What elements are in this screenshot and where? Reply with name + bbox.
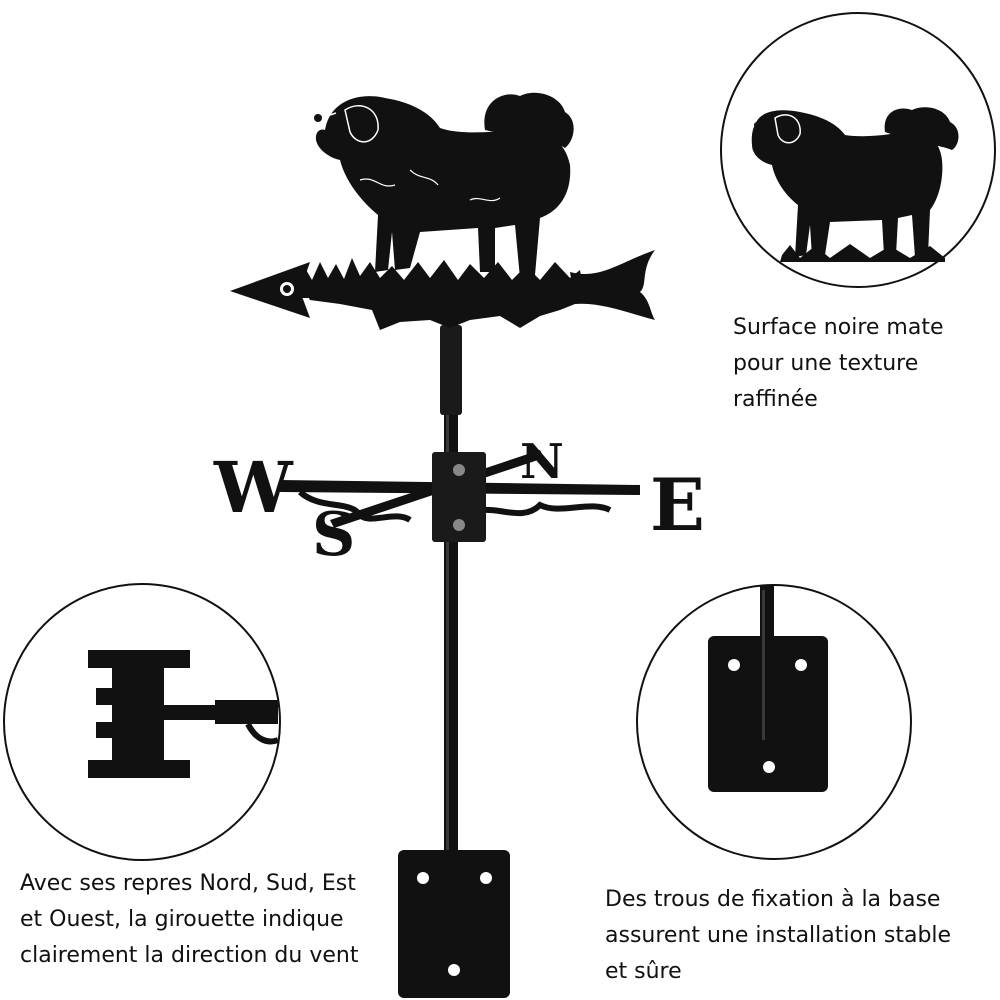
detail-circle-dog [720, 12, 996, 288]
compass-south-letter: S [312, 500, 355, 570]
caption-mounting-holes: Des trous de fixation à la base assurent… [605, 887, 952, 984]
detail-circle-plate [636, 584, 912, 860]
compass-assembly: W N S E [213, 434, 705, 570]
dog-silhouette [314, 92, 574, 278]
caption-compass-directions: Avec ses repres Nord, Sud, Est et Ouest,… [20, 871, 359, 968]
compass-east-letter: E [650, 462, 705, 547]
arrow-head [230, 262, 310, 318]
grass-platform [300, 258, 585, 330]
caption-finish: Surface noire mate pour une texture raff… [733, 315, 944, 412]
mounting-plate [398, 850, 510, 998]
arrow [230, 250, 655, 330]
detail-circle-letter [3, 583, 281, 861]
compass-west-letter: W [213, 446, 294, 529]
letter-e-detail [88, 650, 278, 778]
arrow-tail [570, 250, 655, 320]
pole-sleeve [440, 325, 462, 415]
dog-detail-silhouette [751, 107, 959, 262]
compass-north-letter: N [520, 434, 564, 490]
center-bracket [432, 452, 486, 542]
weathervane: W N S E [213, 92, 705, 998]
